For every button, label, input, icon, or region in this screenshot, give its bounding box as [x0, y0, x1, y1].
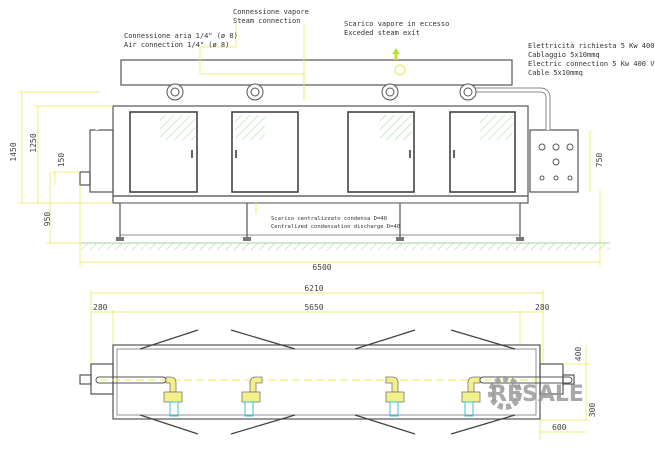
- plan-view: 6210 280 5650 280 400: [79, 284, 597, 440]
- resale-watermark: RESALE: [488, 376, 584, 410]
- air-connection-label-en: Air connection 1/4" (ø 8): [124, 41, 229, 49]
- steam-connection-label-it: Connessione vapore: [233, 8, 309, 16]
- dim-400: 400: [574, 347, 583, 362]
- fans: [166, 83, 477, 101]
- condensate-label-en: Centralized condensation discharge D=40: [271, 224, 400, 230]
- base-frame: [112, 195, 529, 204]
- dim-280-right: 280: [535, 303, 550, 312]
- electric-label-en-2: Cable 5x10mmq: [528, 69, 583, 77]
- dim-150: 150: [57, 153, 66, 168]
- dim-750: 750: [595, 153, 604, 168]
- control-panel: [529, 129, 579, 193]
- dim-950: 950: [43, 212, 52, 227]
- top-hood: [120, 59, 513, 86]
- condensate-label-it: Scarico centralizzato condensa D=40: [271, 216, 387, 222]
- nozzles: [169, 401, 474, 417]
- air-connection-label-it: Connessione aria 1/4" (ø 8): [124, 32, 238, 40]
- dim-600: 600: [552, 423, 567, 432]
- electric-label-it-1: Elettricità richiesta 5 Kw 400 V: [528, 42, 655, 50]
- dim-1250: 1250: [29, 133, 38, 152]
- gear-icon: [488, 376, 522, 410]
- dim-1450: 1450: [9, 142, 18, 161]
- dim-5650: 5650: [304, 303, 323, 312]
- left-box: [89, 129, 114, 193]
- steam-exit-label-it: Scarico vapore in eccesso: [344, 20, 449, 28]
- steam-exit-label-en: Exceded steam exit: [344, 29, 420, 37]
- elevation-view: 1450 1250 150 950 750 6500: [9, 24, 610, 272]
- steam-exit-arrow-icon: [392, 48, 400, 60]
- watermark-text: RESALE: [490, 382, 584, 407]
- electric-label-en-1: Electric connection 5 Kw 400 V: [528, 60, 655, 68]
- dim-300: 300: [588, 403, 597, 418]
- dim-280-left: 280: [93, 303, 108, 312]
- steam-connection-label-en: Steam connection: [233, 17, 300, 25]
- dim-6210: 6210: [304, 284, 323, 293]
- electric-label-it-2: Cablaggio 5x10mmq: [528, 51, 600, 59]
- dim-6500: 6500: [312, 263, 331, 272]
- ground: [80, 243, 610, 250]
